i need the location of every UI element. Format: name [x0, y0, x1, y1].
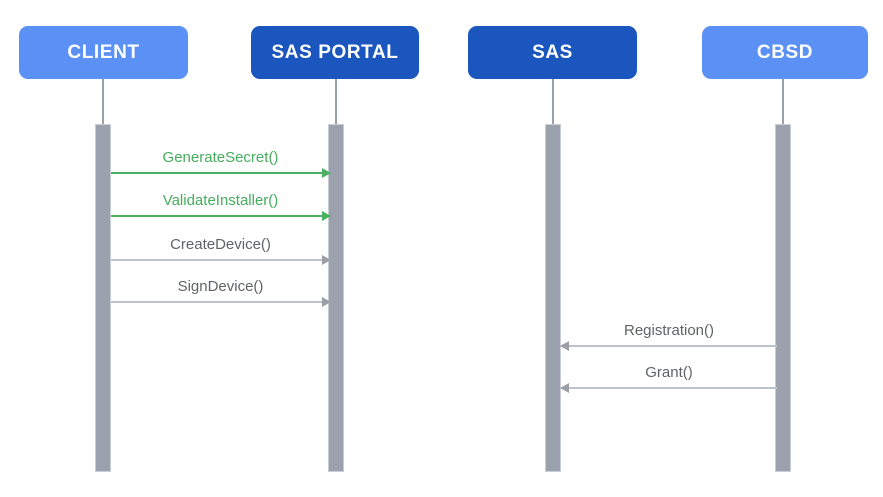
arrowhead-left-icon — [560, 341, 569, 351]
message-line — [111, 301, 330, 303]
arrowhead-right-icon — [322, 211, 331, 221]
message-label: SignDevice() — [177, 277, 264, 295]
lifeline-sas-portal — [335, 79, 337, 124]
message-sign-device: SignDevice() — [111, 278, 331, 307]
message-label: ValidateInstaller() — [162, 191, 279, 209]
participant-box-client[interactable]: CLIENT — [19, 26, 188, 79]
message-grant: Grant() — [560, 364, 777, 393]
participant-box-cbsd[interactable]: CBSD — [702, 26, 868, 79]
arrowhead-right-icon — [322, 255, 331, 265]
message-line — [111, 172, 330, 174]
message-line — [111, 215, 330, 217]
lifeline-cbsd — [782, 79, 784, 124]
lifeline-sas — [552, 79, 554, 124]
message-label: CreateDevice() — [170, 235, 271, 253]
participant-box-sas[interactable]: SAS — [468, 26, 637, 79]
message-label: Registration() — [623, 321, 715, 339]
arrowhead-right-icon — [322, 168, 331, 178]
message-generate-secret: GenerateSecret() — [111, 149, 331, 178]
participant-box-sas-portal[interactable]: SAS PORTAL — [251, 26, 419, 79]
message-label: GenerateSecret() — [162, 148, 279, 166]
message-validate-installer: ValidateInstaller() — [111, 192, 331, 221]
activation-bar-sas — [545, 124, 561, 472]
participant-label: CBSD — [756, 42, 814, 63]
message-line — [561, 345, 777, 347]
participant-label: SAS — [532, 42, 573, 63]
lifeline-client — [102, 79, 104, 124]
activation-bar-client — [95, 124, 111, 472]
message-create-device: CreateDevice() — [111, 236, 331, 265]
arrowhead-left-icon — [560, 383, 569, 393]
arrowhead-right-icon — [322, 297, 331, 307]
message-registration: Registration() — [560, 322, 777, 351]
message-line — [111, 259, 330, 261]
participant-label: CLIENT — [67, 42, 140, 63]
participant-label: SAS PORTAL — [271, 42, 399, 63]
activation-bar-cbsd — [775, 124, 791, 472]
message-line — [561, 387, 777, 389]
message-label: Grant() — [645, 363, 693, 381]
